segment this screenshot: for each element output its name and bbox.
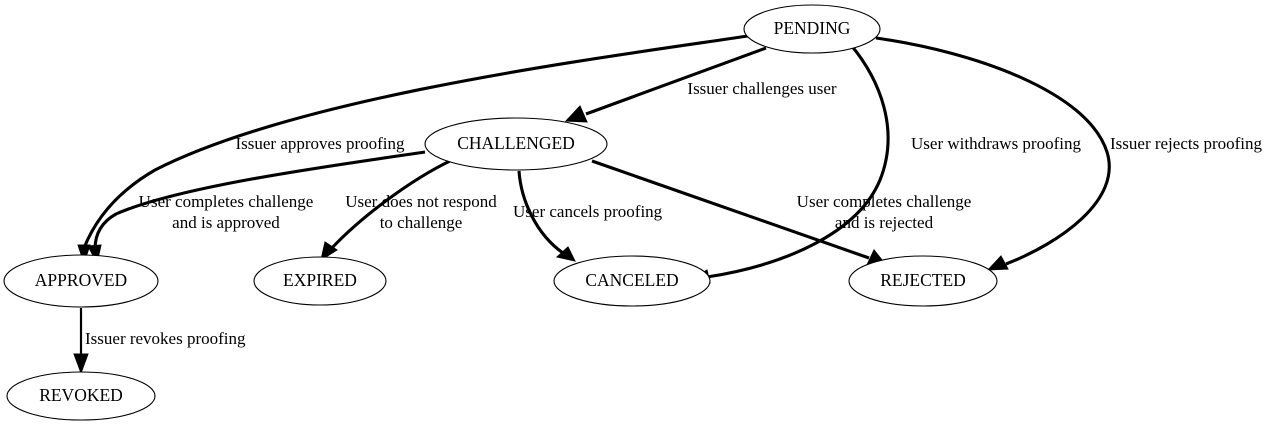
node-label-approved: APPROVED [35, 270, 127, 290]
edge-label-challenged-approved-line1: User completes challenge [139, 192, 314, 211]
edge-label-challenged-rejected-line2: and is rejected [835, 213, 934, 232]
edge-challenged-canceled[interactable] [517, 170, 576, 262]
edge-label-pending-challenged: Issuer challenges user [687, 79, 837, 98]
node-label-canceled: CANCELED [585, 270, 678, 290]
node-shape-canceled [553, 255, 711, 307]
edge-approved-revoked[interactable] [73, 308, 89, 375]
arrowhead-approved-revoked [73, 353, 89, 375]
node-shape-challenged [424, 117, 608, 171]
arrowhead-challenged-canceled [555, 246, 576, 262]
node-shape-approved [3, 254, 159, 308]
edge-challenged-expired[interactable] [320, 158, 453, 262]
node-shape-expired [253, 256, 387, 306]
node-label-challenged: CHALLENGED [457, 133, 575, 153]
arrowhead-pending-challenged [564, 105, 588, 123]
node-canceled[interactable]: CANCELED [553, 255, 711, 307]
node-label-revoked: REVOKED [39, 385, 123, 405]
node-label-rejected: REJECTED [880, 270, 966, 290]
edge-label-pending-approved: Issuer approves proofing [235, 134, 405, 153]
edge-label-pending-rejected: Issuer rejects proofing [1110, 134, 1263, 153]
edge-pending-approved[interactable] [77, 34, 749, 265]
edge-label-challenged-approved-line2: and is approved [172, 213, 280, 232]
node-shape-revoked [6, 371, 156, 421]
edge-path-pending-approved [82, 34, 749, 249]
arrowhead-challenged-expired [320, 241, 338, 262]
edge-path-challenged-rejected [591, 159, 870, 260]
edge-label-pending-canceled: User withdraws proofing [911, 134, 1081, 153]
nodes-layer: PENDING CHALLENGED APPROVED EXPIRED CANC… [3, 4, 998, 421]
node-revoked[interactable]: REVOKED [6, 371, 156, 421]
node-challenged[interactable]: CHALLENGED [424, 117, 608, 171]
edge-label-challenged-canceled: User cancels proofing [513, 202, 663, 221]
arrowhead-pending-rejected [986, 255, 1009, 271]
edge-labels-layer: Issuer approves proofing Issuer challeng… [85, 79, 1263, 348]
edge-pending-challenged[interactable] [564, 46, 767, 123]
node-approved[interactable]: APPROVED [3, 254, 159, 308]
edge-pending-rejected[interactable] [875, 36, 1111, 271]
node-label-expired: EXPIRED [283, 270, 357, 290]
node-rejected[interactable]: REJECTED [848, 255, 998, 307]
edge-label-challenged-rejected-line1: User completes challenge [797, 192, 972, 211]
node-shape-rejected [848, 255, 998, 307]
node-expired[interactable]: EXPIRED [253, 256, 387, 306]
arrowhead-pending-approved [77, 244, 91, 265]
edge-path-pending-canceled [706, 44, 890, 279]
edge-path-pending-rejected [875, 36, 1111, 266]
edge-label-approved-revoked: Issuer revokes proofing [85, 329, 246, 348]
node-shape-pending [743, 4, 881, 54]
node-pending[interactable]: PENDING [743, 4, 881, 54]
edge-label-challenged-expired-line1: User does not respond [345, 192, 497, 211]
node-label-pending: PENDING [774, 18, 851, 38]
edge-path-challenged-canceled [517, 170, 564, 255]
edge-path-challenged-expired [329, 158, 453, 251]
edge-label-challenged-expired-line2: to challenge [380, 213, 463, 232]
edge-path-challenged-approved [93, 150, 426, 250]
edge-path-pending-challenged [585, 46, 767, 116]
